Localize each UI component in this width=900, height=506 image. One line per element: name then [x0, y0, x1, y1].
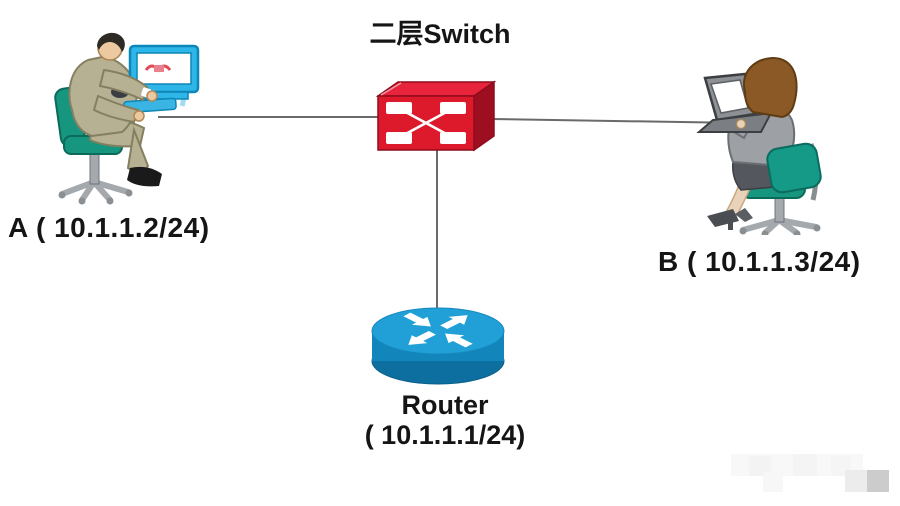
hand [146, 90, 158, 102]
laptop-screen [709, 79, 749, 114]
router-label-name: Router [401, 390, 489, 420]
watermark [727, 448, 893, 494]
host-b-label: B ( 10.1.1.3/24) [658, 246, 861, 277]
host-b-person-at-laptop-icon [696, 57, 822, 235]
shoe [707, 209, 739, 227]
man-hair [97, 32, 125, 52]
office-chair-back [766, 142, 822, 194]
woman-hair [743, 57, 798, 119]
router-label-ip: ( 10.1.1.1/24) [364, 420, 526, 451]
router-label: Router ( 10.1.1.1/24) [340, 390, 550, 450]
host-a-label: A ( 10.1.1.2/24) [8, 212, 210, 243]
switch-ports [386, 102, 466, 144]
laptop-icon [696, 72, 773, 133]
hand [735, 118, 747, 130]
router-icon [371, 307, 505, 385]
host-a-person-at-desktop-icon [54, 32, 200, 205]
diagram-title: 二层Switch [369, 19, 511, 49]
shoe [127, 166, 162, 187]
laptop-keyboard [696, 111, 773, 133]
office-chair-base [59, 179, 131, 203]
layer2-switch-icon [376, 80, 497, 152]
man-torso [68, 55, 138, 138]
link-switch-hostb [489, 118, 743, 124]
